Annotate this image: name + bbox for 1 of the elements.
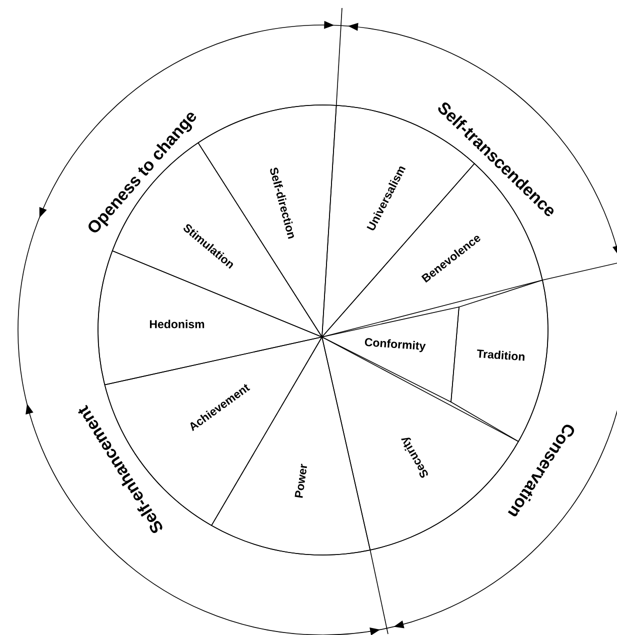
value-sector: Tradition [450, 280, 548, 442]
